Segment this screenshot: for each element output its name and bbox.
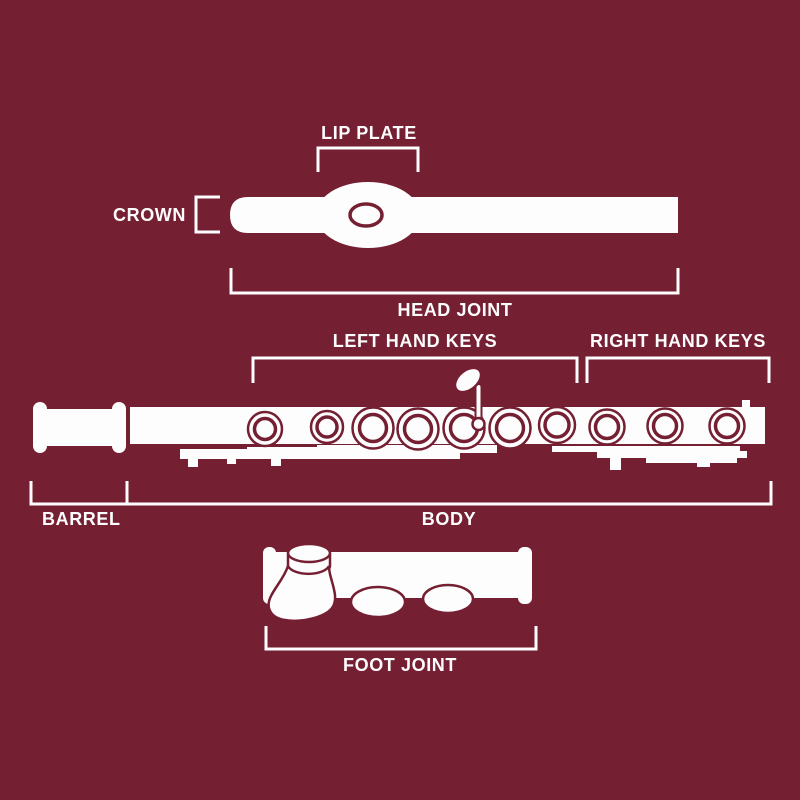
barrel-body-bracket — [29, 481, 773, 506]
foot-left-flare — [263, 547, 276, 604]
body-illustration — [33, 366, 765, 470]
head-joint-tube — [230, 197, 678, 233]
crown-bracket — [194, 195, 220, 234]
lip-plate-bracket — [316, 146, 420, 172]
foot-joint-bracket — [264, 626, 538, 651]
lever-key — [453, 366, 486, 432]
key-ring — [488, 406, 532, 450]
left-hand-keys-label: LEFT HAND KEYS — [332, 331, 498, 351]
right-hand-keys-bracket — [585, 356, 771, 383]
crown-label: CROWN — [113, 205, 186, 225]
foot-joint-illustration — [263, 542, 532, 622]
barrel-right-flare — [112, 402, 126, 453]
key-ring — [246, 410, 284, 448]
body-tube-end-tab — [742, 400, 750, 409]
right-key-mechanism — [552, 446, 747, 470]
lip-plate-label: LIP PLATE — [321, 123, 417, 143]
key-ring — [708, 407, 746, 445]
key-ring — [588, 408, 626, 446]
key-ring — [537, 405, 577, 445]
barrel-left-flare — [33, 402, 47, 453]
key-ring — [351, 406, 395, 450]
embouchure-hole — [348, 202, 384, 228]
foot-right-flare — [518, 547, 532, 604]
right-hand-keys-label: RIGHT HAND KEYS — [589, 331, 767, 351]
foot-pad-key — [349, 585, 407, 619]
foot-pad-key — [421, 583, 475, 615]
head-joint-illustration — [230, 182, 678, 248]
key-ring — [646, 407, 684, 445]
key-ring — [396, 407, 440, 451]
key-ring — [309, 409, 345, 445]
body-label: BODY — [421, 509, 477, 529]
head-joint-bracket — [229, 268, 680, 295]
head-joint-label: HEAD JOINT — [397, 300, 513, 320]
left-hand-keys-bracket — [251, 356, 579, 383]
foot-joint-label: FOOT JOINT — [343, 655, 457, 675]
foot-touchpiece — [267, 562, 337, 622]
foot-roller-top — [286, 542, 332, 564]
barrel-illustration — [33, 402, 126, 453]
left-key-mechanism — [180, 445, 497, 467]
barrel-label: BARREL — [42, 509, 121, 529]
